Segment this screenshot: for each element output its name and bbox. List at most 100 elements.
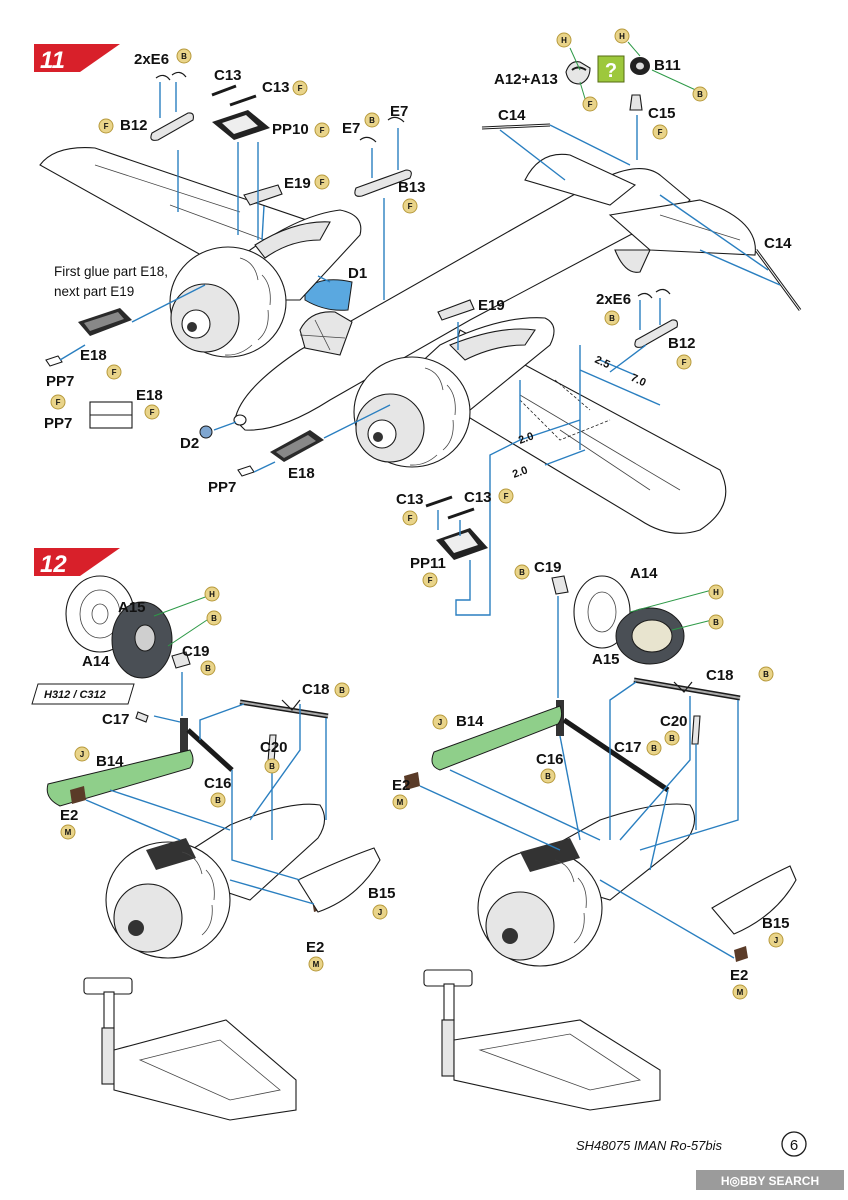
- svg-text:E18: E18: [80, 347, 107, 364]
- svg-text:2xE6: 2xE6: [596, 291, 631, 308]
- step-12-left-labels: A15 A14 C19 C17 C18 C20 B14 C16 E2 E2 B1…: [60, 599, 396, 956]
- paint-code-drops-step-12-left: H B B B B J B M M J: [60, 586, 388, 972]
- svg-text:C18: C18: [706, 667, 734, 684]
- svg-text:D1: D1: [348, 265, 367, 282]
- svg-text:12: 12: [40, 551, 67, 578]
- svg-text:H312 / C312: H312 / C312: [44, 689, 106, 701]
- svg-text:B12: B12: [120, 117, 148, 134]
- svg-text:11: 11: [40, 47, 65, 74]
- svg-text:B: B: [669, 734, 675, 743]
- svg-text:H: H: [209, 590, 215, 599]
- svg-text:F: F: [408, 514, 413, 523]
- svg-text:2.5: 2.5: [593, 354, 612, 371]
- svg-text:M: M: [313, 960, 320, 969]
- svg-text:B: B: [339, 686, 345, 695]
- svg-text:F: F: [320, 178, 325, 187]
- svg-text:F: F: [150, 408, 155, 417]
- svg-text:C14: C14: [498, 107, 526, 124]
- svg-text:F: F: [104, 122, 109, 131]
- svg-text:PP11: PP11: [410, 555, 446, 572]
- svg-text:E7: E7: [390, 103, 408, 120]
- svg-text:?: ?: [605, 60, 617, 82]
- svg-text:B: B: [763, 670, 769, 679]
- svg-text:F: F: [408, 202, 413, 211]
- svg-text:PP10: PP10: [272, 121, 309, 138]
- svg-text:C17: C17: [614, 739, 642, 756]
- svg-text:B: B: [651, 744, 657, 753]
- step-12-left-arrows: [85, 595, 327, 905]
- svg-text:B: B: [205, 664, 211, 673]
- step-12-badge: 12: [34, 548, 120, 578]
- svg-text:C15: C15: [648, 105, 676, 122]
- svg-text:H: H: [619, 32, 625, 41]
- svg-text:A14: A14: [630, 565, 658, 582]
- svg-text:B: B: [215, 796, 221, 805]
- step-11-labels: 2xE6 B12 C13 C13 PP10 E7 E7 B13 E19 E19 …: [44, 51, 792, 572]
- svg-text:C20: C20: [260, 739, 288, 756]
- svg-text:SH48075 IMAN Ro-57bis: SH48075 IMAN Ro-57bis: [576, 1138, 722, 1153]
- svg-text:C17: C17: [102, 711, 130, 728]
- svg-text:C13: C13: [464, 489, 492, 506]
- svg-text:E18: E18: [136, 387, 163, 404]
- svg-text:B: B: [609, 314, 615, 323]
- svg-text:B: B: [269, 762, 275, 771]
- svg-text:D2: D2: [180, 435, 199, 452]
- aircraft-airframe: [39, 147, 756, 534]
- svg-text:E19: E19: [478, 297, 505, 314]
- svg-text:B13: B13: [398, 179, 426, 196]
- step-12-left-assembly: [46, 575, 381, 1121]
- watermark: H◎BBY SEARCH: [721, 1174, 819, 1188]
- svg-text:next part E19: next part E19: [54, 284, 134, 299]
- svg-text:2.0: 2.0: [511, 464, 529, 481]
- svg-text:A14: A14: [82, 653, 110, 670]
- svg-text:B11: B11: [654, 57, 681, 74]
- svg-text:F: F: [112, 368, 117, 377]
- svg-text:B15: B15: [368, 885, 396, 902]
- svg-text:B: B: [713, 618, 719, 627]
- svg-text:B14: B14: [96, 753, 124, 770]
- paint-code-drops-step-11: B F F F B F F H F H B F F F F B F F F F: [50, 28, 708, 588]
- svg-text:A15: A15: [118, 599, 146, 616]
- page-number: 6: [790, 1137, 798, 1154]
- svg-text:B: B: [697, 90, 703, 99]
- svg-text:C16: C16: [204, 775, 232, 792]
- svg-text:A15: A15: [592, 651, 620, 668]
- svg-text:B: B: [545, 772, 551, 781]
- step-11-badge: 11: [34, 44, 120, 74]
- svg-text:M: M: [397, 798, 404, 807]
- svg-text:C13: C13: [262, 79, 290, 96]
- svg-text:C13: C13: [396, 491, 424, 508]
- svg-text:F: F: [320, 126, 325, 135]
- svg-text:PP7: PP7: [208, 479, 236, 496]
- svg-text:B12: B12: [668, 335, 696, 352]
- svg-text:C20: C20: [660, 713, 688, 730]
- svg-text:F: F: [658, 128, 663, 137]
- svg-text:A12+A13: A12+A13: [494, 71, 558, 88]
- svg-text:F: F: [56, 398, 61, 407]
- svg-text:B: B: [519, 568, 525, 577]
- svg-text:C14: C14: [764, 235, 792, 252]
- version-tag: H312 / C312: [31, 683, 135, 705]
- svg-text:E19: E19: [284, 175, 311, 192]
- svg-text:2xE6: 2xE6: [134, 51, 169, 68]
- svg-text:2.0: 2.0: [517, 430, 535, 447]
- step-11-arrows: [59, 82, 781, 616]
- svg-text:E2: E2: [306, 939, 324, 956]
- svg-text:E2: E2: [730, 967, 748, 984]
- step-12-right-assembly: [404, 575, 797, 1111]
- svg-text:C13: C13: [214, 67, 242, 84]
- svg-text:First glue part E18,: First glue part E18,: [54, 264, 168, 279]
- svg-text:B14: B14: [456, 713, 484, 730]
- svg-text:F: F: [298, 84, 303, 93]
- svg-text:PP7: PP7: [44, 415, 72, 432]
- svg-text:F: F: [682, 358, 687, 367]
- paint-code-drops-step-12-right: B H B B B J B B M M J: [392, 564, 784, 1000]
- svg-text:B: B: [181, 52, 187, 61]
- step-11-parts: ?: [45, 55, 802, 560]
- svg-text:C18: C18: [302, 681, 330, 698]
- svg-text:7.0: 7.0: [629, 372, 648, 389]
- svg-text:J: J: [438, 718, 442, 727]
- svg-text:E2: E2: [60, 807, 78, 824]
- svg-text:E7: E7: [342, 120, 360, 137]
